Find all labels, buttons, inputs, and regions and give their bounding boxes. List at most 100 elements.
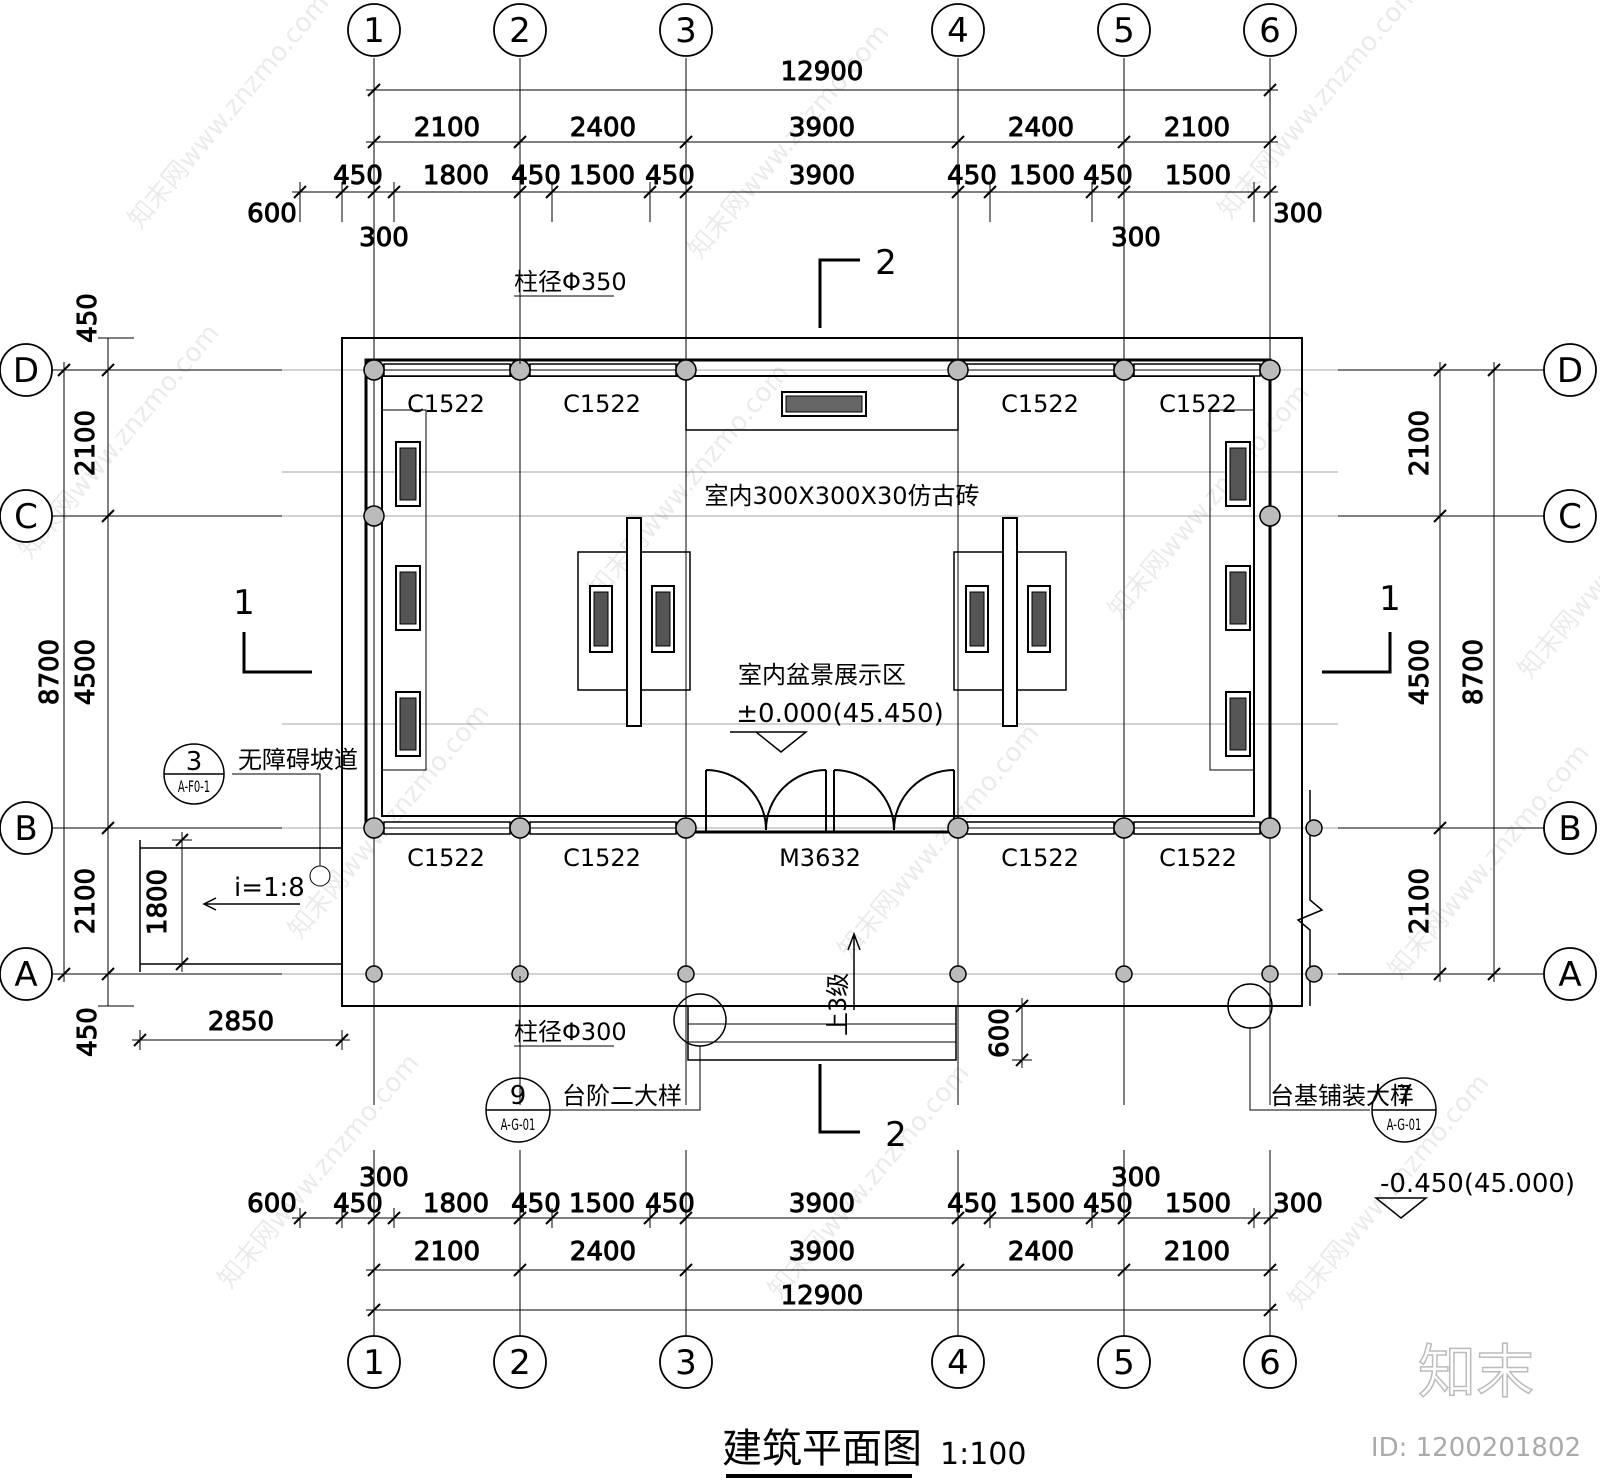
dimension-text: 450: [1083, 161, 1133, 191]
dimension-tick: [679, 135, 693, 149]
axis-bubble-row-circle: [0, 801, 53, 855]
dimension-tick: [951, 1263, 965, 1277]
dimension-tick: [387, 185, 401, 199]
dimension-text: 2100: [1164, 113, 1230, 143]
dimension-text: 450: [511, 1189, 561, 1219]
dimension-text: 2400: [1008, 1237, 1074, 1267]
watermark-logo: 知末: [1418, 1338, 1534, 1406]
floor-level: ±0.000(45.450): [736, 699, 943, 729]
dimension-text: 2100: [71, 868, 101, 934]
dimension-text: 2400: [1008, 113, 1074, 143]
display-panel-art: [399, 697, 417, 751]
dimension-tick: [1263, 1211, 1277, 1225]
dimension-tick: [1263, 135, 1277, 149]
axis-bubble-col-circle: [1243, 3, 1297, 57]
leader-line: [1249, 1028, 1370, 1111]
dimension-text: 450: [645, 161, 695, 191]
dimension-text: 8700: [1459, 639, 1489, 705]
dimension-text: 1800: [143, 869, 173, 935]
dimension-text: 450: [333, 161, 383, 191]
dimension-text: 450: [73, 293, 103, 343]
leader-dot: [309, 865, 331, 887]
dimension-tick: [387, 1211, 401, 1225]
slope-arrow: [202, 897, 300, 911]
axis-bubble-row-label: B: [14, 809, 37, 849]
dimension-tick: [101, 821, 115, 835]
dimension-tick: [293, 185, 307, 199]
dimension-tick: [57, 967, 71, 981]
axis-bubble-col-circle: [1097, 1335, 1151, 1389]
detail-number: 3: [186, 747, 203, 777]
dimension-tick: [1433, 821, 1447, 835]
detail-number: 9: [510, 1081, 527, 1111]
column: [1305, 965, 1323, 983]
column: [509, 817, 531, 839]
window-label: C1522: [1001, 390, 1079, 418]
display-panel-art: [1229, 697, 1247, 751]
section-number: 2: [875, 243, 897, 283]
dimension-tick: [983, 185, 997, 199]
window-label: C1522: [563, 390, 641, 418]
watermark-id: ID: 1200201802: [1371, 1433, 1581, 1463]
column: [1259, 359, 1281, 381]
column: [947, 359, 969, 381]
column: [675, 359, 697, 381]
axis-bubble-row-label: D: [13, 351, 39, 391]
step-detail-note: 台阶二大样: [562, 1082, 682, 1110]
ramp-slope: i=1:8: [234, 873, 305, 903]
watermark-text: 知末网www.znzmo.com: [1512, 438, 1600, 684]
dimension-text: 2100: [1164, 1237, 1230, 1267]
column: [363, 505, 385, 527]
dimension-text: 1500: [1165, 1189, 1231, 1219]
leader-line: [514, 295, 614, 364]
door-label: M3632: [779, 844, 861, 872]
axis-bubble-row-circle: [1543, 947, 1597, 1001]
window-label: C1522: [563, 844, 641, 872]
section-mark-2-top: 2: [818, 243, 897, 328]
dimension-text: 300: [359, 1163, 409, 1193]
display-panels: [395, 391, 1251, 757]
dimension-text: 12900: [781, 57, 864, 87]
detail-sheet: A-G-01: [501, 1117, 536, 1135]
drawing-title: 建筑平面图: [722, 1426, 922, 1472]
axis-bubble-col-label: 6: [1259, 11, 1281, 51]
dimension-tick: [335, 1033, 349, 1047]
axis-bubble-col-label: 1: [363, 1343, 385, 1383]
section-mark-1-left: 1: [233, 583, 312, 674]
dimension-tick: [1263, 1263, 1277, 1277]
display-panel-art: [399, 571, 417, 625]
detail-number: 7: [1396, 1081, 1413, 1111]
axis-bubble-row-circle: [0, 343, 53, 397]
dimension-text: 450: [645, 1189, 695, 1219]
detail-sheet: A-F0-1: [178, 779, 210, 797]
display-panel-art: [1229, 571, 1247, 625]
room-name: 室内盆景展示区: [738, 661, 906, 689]
axis-bubble-row-label: A: [14, 955, 37, 995]
dimension-text: 450: [1083, 1189, 1133, 1219]
column: [947, 817, 969, 839]
dimension-tick: [175, 957, 189, 971]
dimension-tick: [983, 1211, 997, 1225]
dimension-text: 4500: [1405, 639, 1435, 705]
steps-note: 上3级: [824, 973, 852, 1036]
base-callout-circle: [1227, 983, 1273, 1029]
dimension-tick: [367, 1263, 381, 1277]
watermark-text: 知末网www.znzmo.com: [832, 718, 1045, 964]
dimension-tick: [101, 509, 115, 523]
dimension-tick: [133, 1033, 147, 1047]
dimension-text: 2100: [1405, 868, 1435, 934]
display-panel-art: [593, 591, 609, 647]
leader-line: [514, 976, 614, 1047]
dimension-tick: [679, 185, 693, 199]
axis-bubble-row-circle: [0, 489, 53, 543]
dimension-tick: [57, 363, 71, 377]
axis-bubble-row-label: D: [1557, 351, 1583, 391]
level-marker: [1373, 1197, 1429, 1219]
dimension-tick: [1263, 1303, 1277, 1317]
building-walls: [139, 337, 1324, 1061]
dimension-tick: [1263, 185, 1277, 199]
right-display-strip: [1209, 409, 1255, 771]
column: [1113, 359, 1135, 381]
